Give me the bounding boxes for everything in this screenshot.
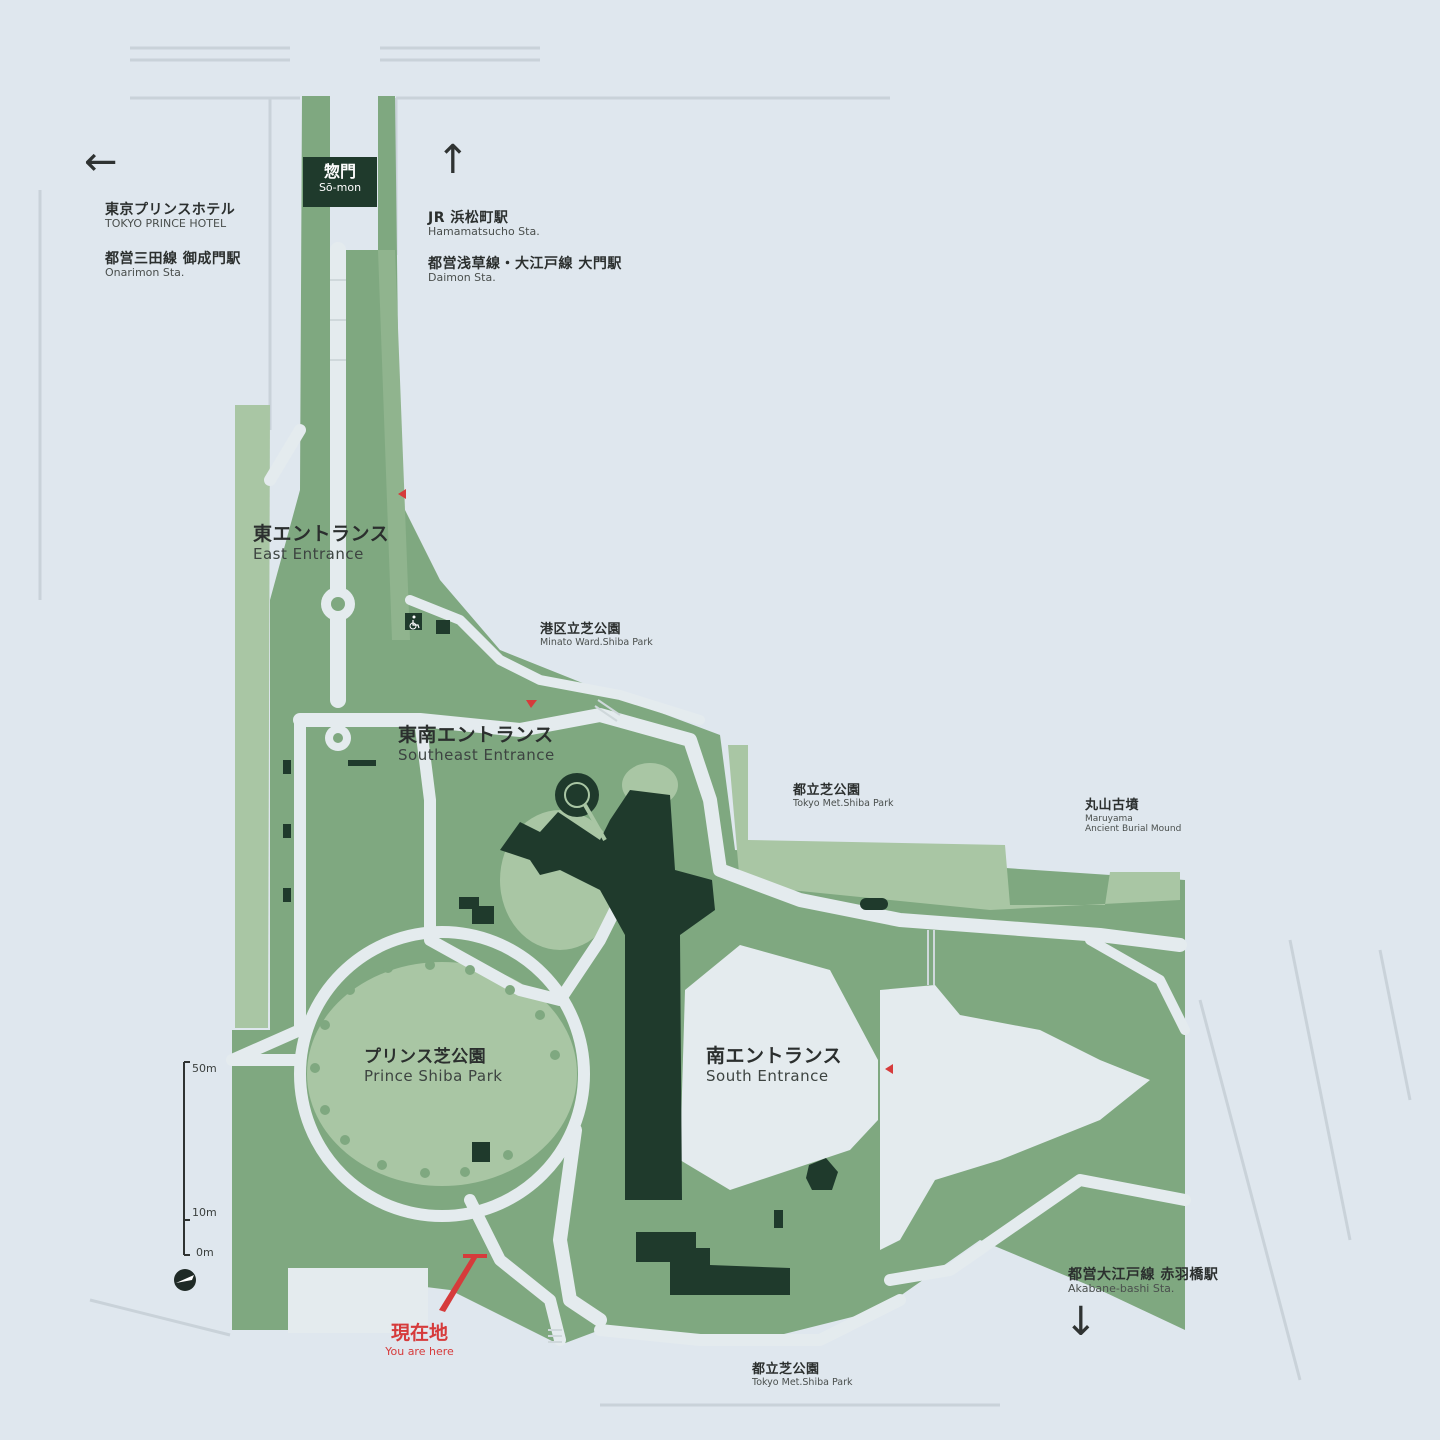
west-buffer	[235, 405, 270, 1028]
lawn-trees	[310, 960, 560, 1178]
daimon-station-jp: 都営浅草線・大江戸線 大門駅	[428, 256, 622, 272]
you-are-here-label: 現在地 You are here	[372, 1318, 467, 1358]
southeast-entrance-en: Southeast Entrance	[398, 745, 555, 764]
east-roundabout-core	[331, 597, 345, 611]
south-entrance-plaza	[680, 945, 878, 1190]
east-entrance-en: East Entrance	[253, 544, 364, 563]
minato-park-label: 港区立芝公園 Minato Ward.Shiba Park	[540, 622, 653, 649]
met-park-north-label: 都立芝公園 Tokyo Met.Shiba Park	[793, 783, 894, 810]
north-arrow-icon: ↑	[436, 137, 470, 183]
minato-park-en: Minato Ward.Shiba Park	[540, 636, 653, 648]
you-are-here-jp: 現在地	[390, 1322, 448, 1344]
southeast-roundabout-core	[333, 733, 343, 743]
met-park-north-en: Tokyo Met.Shiba Park	[793, 797, 894, 809]
south-entrance-en: South Entrance	[706, 1066, 829, 1085]
compass-icon	[174, 1269, 196, 1291]
prince-hotel-label: 東京プリンスホテル TOKYO PRINCE HOTEL	[105, 202, 235, 231]
minato-park-jp: 港区立芝公園	[540, 622, 622, 637]
buildings	[283, 620, 888, 1295]
maruyama-en-1: Maruyama	[1085, 813, 1133, 824]
prince-shiba-lawn	[307, 962, 577, 1186]
metro-park-band	[728, 745, 1180, 910]
scale-label-50m: 50m	[192, 1062, 217, 1075]
street-lines	[38, 46, 1412, 1407]
paths	[226, 242, 1191, 1346]
onarimon-station-en: Onarimon Sta.	[105, 266, 185, 280]
hill-path	[583, 804, 607, 841]
prince-shiba-park-jp: プリンス芝公園	[364, 1047, 487, 1067]
hamamatsucho-station-label: JR 浜松町駅 Hamamatsucho Sta.	[428, 210, 540, 239]
west-arrow-icon: ←	[84, 139, 118, 185]
southeast-entrance-jp: 東南エントランス	[398, 724, 554, 746]
scale-label-0m: 0m	[196, 1246, 214, 1259]
prince-shiba-park-label: プリンス芝公園 Prince Shiba Park	[364, 1047, 503, 1085]
hamamatsucho-station-jp: JR 浜松町駅	[428, 210, 509, 226]
east-strip	[378, 250, 410, 640]
hill-marker	[564, 782, 590, 808]
met-park-north-jp: 都立芝公園	[793, 783, 861, 798]
daimon-station-en: Daimon Sta.	[428, 271, 496, 285]
east-entrance-label: 東エントランス East Entrance	[253, 523, 390, 563]
south-entrance-jp: 南エントランス	[706, 1045, 843, 1067]
wheelchair-icon	[405, 613, 422, 630]
met-park-south-jp: 都立芝公園	[752, 1362, 820, 1377]
prince-hotel-jp: 東京プリンスホテル	[105, 202, 236, 218]
prince-hotel-en: TOKYO PRINCE HOTEL	[105, 217, 227, 231]
maruyama-jp: 丸山古墳	[1085, 798, 1140, 813]
daimon-station-label: 都営浅草線・大江戸線 大門駅 Daimon Sta.	[428, 256, 622, 285]
akabanebashi-station-label: 都営大江戸線 赤羽橋駅 Akabane-bashi Sta.	[1068, 1267, 1218, 1296]
prince-shiba-park-en: Prince Shiba Park	[364, 1066, 503, 1085]
southeast-entrance-label: 東南エントランス Southeast Entrance	[398, 724, 555, 764]
scale-label-10m: 10m	[192, 1206, 217, 1219]
onarimon-station-jp: 都営三田線 御成門駅	[105, 251, 241, 267]
south-entrance-label: 南エントランス South Entrance	[706, 1045, 843, 1085]
somon-gate-en: Sō-mon	[318, 181, 362, 195]
maruyama-label: 丸山古墳 Maruyama Ancient Burial Mound	[1085, 798, 1182, 835]
east-entrance-jp: 東エントランス	[253, 523, 390, 545]
met-park-south-label: 都立芝公園 Tokyo Met.Shiba Park	[752, 1362, 853, 1389]
met-park-south-en: Tokyo Met.Shiba Park	[752, 1376, 853, 1388]
scale-bar	[183, 1061, 190, 1256]
you-are-here-marker	[439, 1254, 487, 1312]
onarimon-station-label: 都営三田線 御成門駅 Onarimon Sta.	[105, 251, 241, 280]
crosswalks	[330, 279, 935, 1343]
somon-gate-label: 惣門 Sō-mon	[303, 157, 377, 207]
akabanebashi-station-en: Akabane-bashi Sta.	[1068, 1282, 1175, 1296]
maruyama-en-2: Ancient Burial Mound	[1085, 824, 1182, 835]
south-courtyard	[880, 985, 1150, 1250]
akabanebashi-station-jp: 都営大江戸線 赤羽橋駅	[1068, 1267, 1219, 1283]
south-west-lot	[288, 1268, 428, 1333]
prince-shiba-path-ring	[294, 926, 590, 1222]
somon-gate-jp: 惣門	[323, 162, 356, 181]
south-arrow-icon: ↓	[1064, 1299, 1098, 1345]
hamamatsucho-station-en: Hamamatsucho Sta.	[428, 225, 540, 239]
you-are-here-en: You are here	[385, 1345, 454, 1358]
entrance-markers	[398, 489, 893, 1074]
